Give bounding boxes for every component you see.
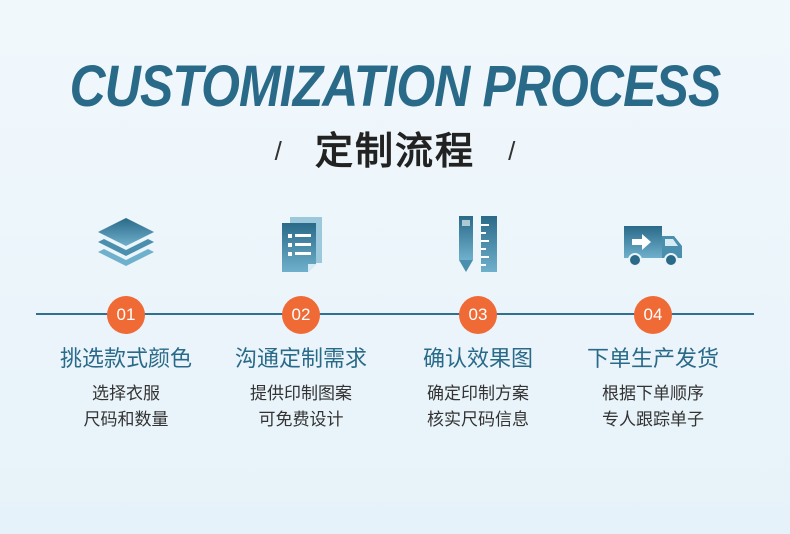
step-number-badge: 03 bbox=[459, 296, 497, 334]
step-title: 挑选款式颜色 bbox=[59, 347, 192, 372]
step-2: 02 沟通定制需求 提供印制图案 可免费设计 bbox=[211, 0, 391, 534]
english-title: CUSTOMIZATION PROCESS bbox=[69, 54, 722, 119]
timeline-line bbox=[36, 313, 754, 315]
step-description-line-2: 核实尺码信息 bbox=[427, 410, 529, 430]
delivery-truck-icon bbox=[618, 212, 688, 278]
pencil-ruler-icon bbox=[443, 212, 513, 278]
step-number-badge: 01 bbox=[107, 296, 145, 334]
step-1: 01 挑选款式颜色 选择衣服 尺码和数量 bbox=[36, 0, 216, 534]
left-slash: / bbox=[274, 135, 282, 166]
step-title: 确认效果图 bbox=[422, 347, 533, 372]
step-number-badge: 04 bbox=[634, 296, 672, 334]
step-description-line-1: 确定印制方案 bbox=[427, 384, 529, 404]
step-description-line-1: 根据下单顺序 bbox=[602, 384, 704, 404]
step-description-line-1: 选择衣服 bbox=[92, 384, 160, 404]
chinese-title-row: / 定制流程 / bbox=[0, 122, 790, 178]
step-number-badge: 02 bbox=[282, 296, 320, 334]
layers-icon bbox=[91, 212, 161, 278]
chinese-title: 定制流程 bbox=[314, 128, 475, 173]
step-3: 03 确认效果图 确定印制方案 核实尺码信息 bbox=[388, 0, 568, 534]
step-description-line-2: 尺码和数量 bbox=[83, 410, 169, 430]
step-title: 沟通定制需求 bbox=[234, 347, 367, 372]
step-4: 04 下单生产发货 根据下单顺序 专人跟踪单子 bbox=[563, 0, 743, 534]
step-description-line-2: 专人跟踪单子 bbox=[602, 410, 704, 430]
step-title: 下单生产发货 bbox=[586, 347, 719, 372]
right-slash: / bbox=[508, 135, 516, 166]
step-description-line-1: 提供印制图案 bbox=[250, 384, 352, 404]
document-list-icon bbox=[266, 212, 336, 278]
step-description-line-2: 可免费设计 bbox=[258, 410, 344, 430]
